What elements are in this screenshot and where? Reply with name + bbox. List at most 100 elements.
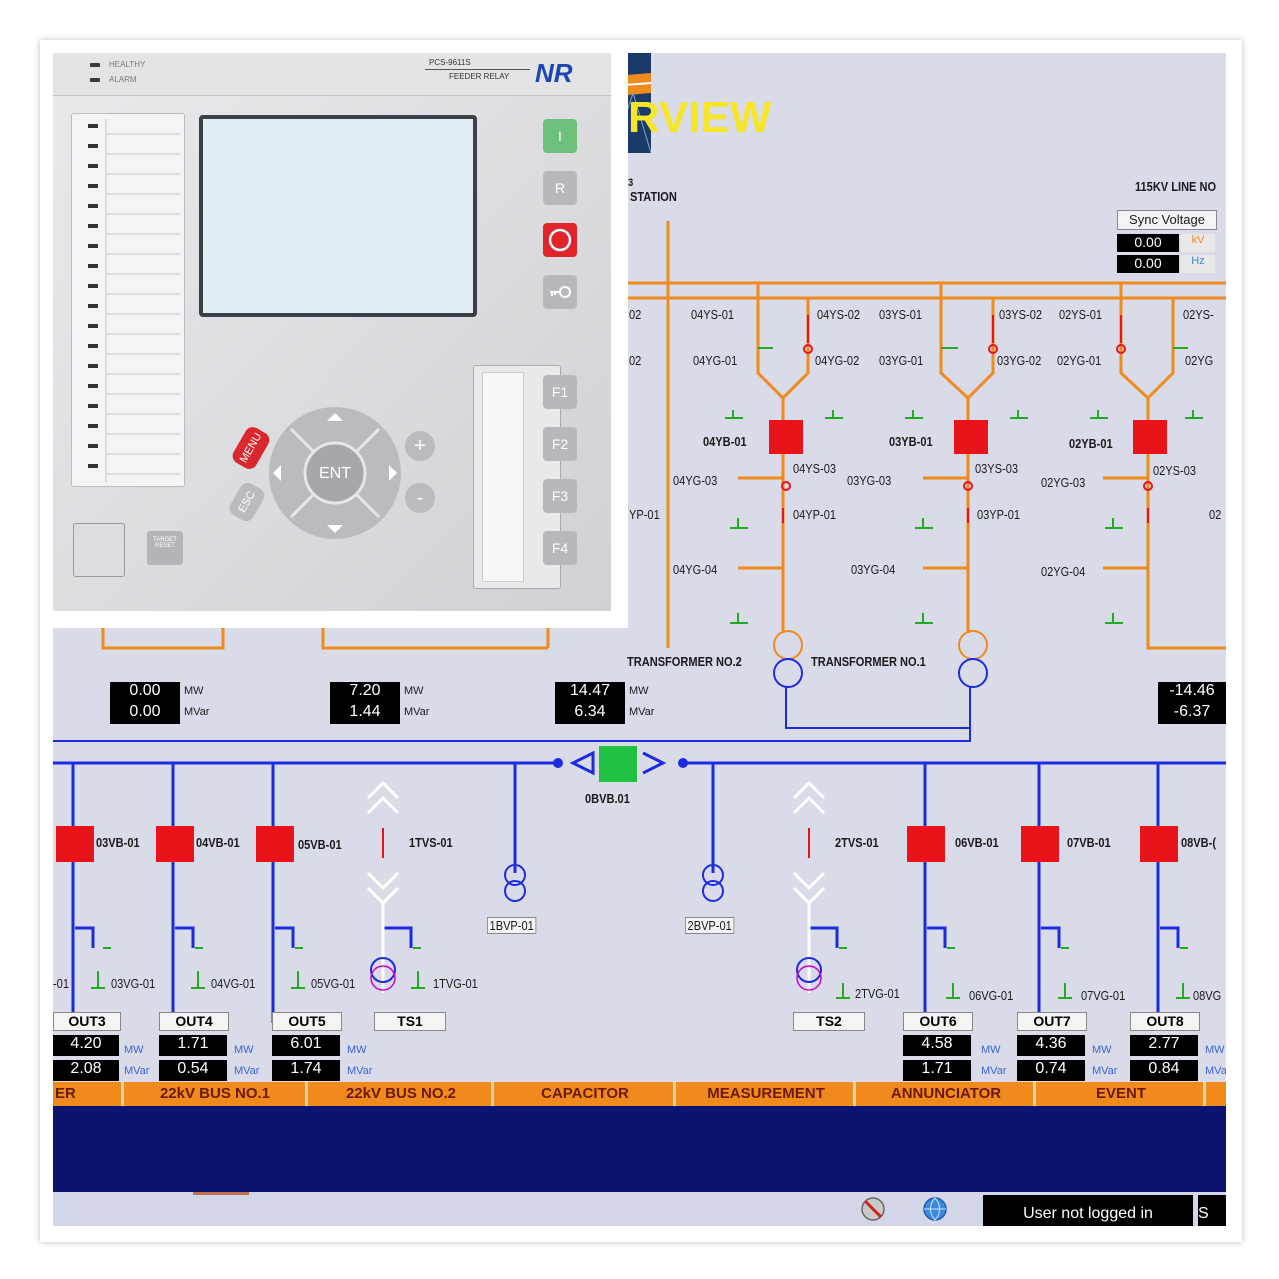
breaker-label-04yb-01[interactable]: 04YB-01: [703, 434, 747, 449]
switch-03ys-03[interactable]: 03YS-03: [975, 461, 1019, 476]
breaker-label-05vb-01[interactable]: 05VB-01: [298, 837, 342, 852]
feeder-out5-mvar-unit: MVar: [347, 1065, 373, 1077]
feeder-out7-name[interactable]: OUT7: [1017, 1012, 1087, 1031]
earth-02yg-03[interactable]: 02YG-03: [1041, 475, 1086, 490]
vt-yp-01[interactable]: YP-01: [629, 507, 660, 522]
healthy-led: [90, 63, 100, 67]
vt-2bvp-label[interactable]: 2BVP-01: [685, 917, 735, 934]
earth-04yg-04[interactable]: 04YG-04: [673, 562, 718, 577]
transformer-2-label: TRANSFORMER NO.2: [627, 654, 742, 669]
feeder-out5-name[interactable]: OUT5: [272, 1012, 342, 1031]
earth-04yg-01[interactable]: 04YG-01: [693, 353, 738, 368]
earth-03yg-02[interactable]: 03YG-02: [997, 353, 1042, 368]
alarm-led: [90, 78, 100, 82]
f2-button[interactable]: F2: [543, 427, 577, 461]
feeder-ts1-name[interactable]: TS1: [374, 1012, 446, 1031]
earth-04yg-02[interactable]: 04YG-02: [815, 353, 860, 368]
feeder-out6-name[interactable]: OUT6: [903, 1012, 973, 1031]
minus-button[interactable]: -: [405, 483, 435, 513]
earth-2tvg-01[interactable]: 2TVG-01: [855, 986, 900, 1001]
earth-03vg-01[interactable]: 03VG-01: [111, 976, 156, 991]
key-icon: [550, 286, 571, 298]
nav-tab-event[interactable]: EVENT: [1039, 1082, 1206, 1106]
switch-02ys-01[interactable]: 02YS-01: [1059, 307, 1103, 322]
earth-switches-hv: [725, 347, 1203, 624]
switch-03ys-01[interactable]: 03YS-01: [879, 307, 923, 322]
ts-switch-2-label[interactable]: 2TVS-01: [835, 835, 879, 850]
feeder-ts2-name[interactable]: TS2: [793, 1012, 865, 1031]
breaker-label-06vb-01[interactable]: 06VB-01: [955, 835, 999, 850]
plus-label: +: [414, 435, 426, 457]
key-button[interactable]: [543, 275, 577, 309]
vt-1bvp-label[interactable]: 1BVP-01: [487, 917, 537, 934]
meas-1-mvar-unit: MVar: [184, 706, 210, 718]
feeder-out8-name[interactable]: OUT8: [1130, 1012, 1200, 1031]
earth-04vg-01[interactable]: 04VG-01: [211, 976, 256, 991]
switch-04ys-02[interactable]: 04YS-02: [817, 307, 861, 322]
alarm-mute-icon[interactable]: [859, 1195, 887, 1223]
down-button[interactable]: [315, 511, 357, 541]
f4-button[interactable]: F4: [543, 531, 577, 565]
open-button[interactable]: [543, 223, 577, 257]
close-button[interactable]: I: [543, 119, 577, 153]
meas-3-mvar: 6.34: [555, 703, 625, 724]
breaker-label-02yb-01[interactable]: 02YB-01: [1069, 436, 1113, 451]
feeder-out4-name[interactable]: OUT4: [159, 1012, 229, 1031]
vt-03yp-01[interactable]: 03YP-01: [977, 507, 1021, 522]
f1-button[interactable]: F1: [543, 375, 577, 409]
network-globe-icon[interactable]: [921, 1195, 949, 1223]
earth-03yg-01[interactable]: 03YG-01: [879, 353, 924, 368]
vt-02[interactable]: 02: [1209, 507, 1222, 522]
right-button[interactable]: [371, 451, 401, 493]
earth-06vg-01[interactable]: 06VG-01: [969, 988, 1014, 1003]
nav-tab-22kv-bus-2[interactable]: 22kV BUS NO.2: [311, 1082, 494, 1106]
meas-3-mvar-unit: MVar: [629, 706, 655, 718]
nav-tab-measurement[interactable]: MEASUREMENT: [679, 1082, 856, 1106]
earth-02yg-04[interactable]: 02YG-04: [1041, 564, 1086, 579]
earth-04yg-03[interactable]: 04YG-03: [673, 473, 718, 488]
nav-tab-annunciator[interactable]: ANNUNCIATOR: [859, 1082, 1036, 1106]
switch-04ys-01[interactable]: 04YS-01: [691, 307, 735, 322]
relay-photo: HEALTHY ALARM PCS-9611S FEEDER RELAY NR: [40, 40, 628, 628]
meas-4-mw: -14.46: [1158, 682, 1226, 703]
breaker-label-04vb-01[interactable]: 04VB-01: [196, 835, 240, 850]
plus-button[interactable]: +: [405, 431, 435, 461]
switch-02ys[interactable]: 02YS-: [1183, 307, 1214, 322]
earth-1tvg-01[interactable]: 1TVG-01: [433, 976, 478, 991]
bus-coupler-label[interactable]: 0BVB.01: [585, 791, 630, 806]
breaker-label-03vb-01[interactable]: 03VB-01: [96, 835, 140, 850]
breaker-label-03yb-01[interactable]: 03YB-01: [889, 434, 933, 449]
earth-02yg-01[interactable]: 02YG-01: [1057, 353, 1102, 368]
nav-tab-22kv-bus-1[interactable]: 22kV BUS NO.1: [125, 1082, 308, 1106]
ts-switch-1-label[interactable]: 1TVS-01: [409, 835, 453, 850]
up-button[interactable]: [315, 405, 357, 435]
switch-02ys-03[interactable]: 02YS-03: [1153, 463, 1197, 478]
earth-vg-a[interactable]: -01: [53, 976, 69, 991]
earth-07vg-01[interactable]: 07VG-01: [1081, 988, 1126, 1003]
feeder-out3-name[interactable]: OUT3: [53, 1012, 121, 1031]
earth-08vg[interactable]: 08VG: [1193, 988, 1222, 1003]
feeder-out4-mw: 1.71: [159, 1035, 227, 1056]
nav-tab-overview[interactable]: ER: [53, 1082, 124, 1106]
breaker-label-07vb-01[interactable]: 07VB-01: [1067, 835, 1111, 850]
nav-tab-extra[interactable]: [1209, 1082, 1226, 1106]
target-reset-button[interactable]: TARGET RESET: [147, 531, 183, 565]
breaker-label-08vb[interactable]: 08VB-(: [1181, 835, 1217, 850]
hv-label-02a: 02: [629, 307, 642, 322]
feeder-out3-mw-unit: MW: [124, 1044, 144, 1056]
feeder-out6-mvar: 1.71: [903, 1060, 971, 1081]
earth-03yg-03[interactable]: 03YG-03: [847, 473, 892, 488]
switch-04ys-03[interactable]: 04YS-03: [793, 461, 837, 476]
vt-04yp-01[interactable]: 04YP-01: [793, 507, 837, 522]
reset-button[interactable]: R: [543, 171, 577, 205]
login-status[interactable]: User not logged in: [983, 1195, 1193, 1226]
f3-button[interactable]: F3: [543, 479, 577, 513]
earth-02yg[interactable]: 02YG: [1185, 353, 1214, 368]
earth-05vg-01[interactable]: 05VG-01: [311, 976, 356, 991]
nav-tab-capacitor[interactable]: CAPACITOR: [497, 1082, 676, 1106]
switch-03ys-02[interactable]: 03YS-02: [999, 307, 1043, 322]
earth-03yg-04[interactable]: 03YG-04: [851, 562, 896, 577]
left-button[interactable]: [269, 451, 299, 493]
relay-type: FEEDER RELAY: [449, 72, 510, 81]
f2-label: F2: [551, 436, 569, 452]
